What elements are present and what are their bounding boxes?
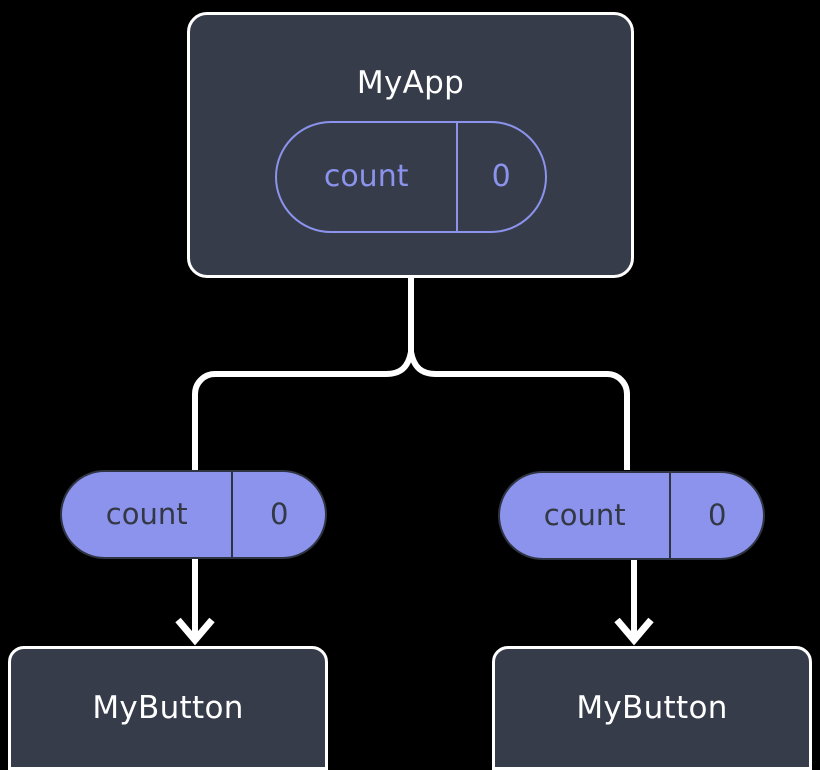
state-pill-name: count [323,159,409,194]
prop-pill-value: 0 [231,472,325,557]
component-box-mybutton-left[interactable]: MyButton [8,646,328,770]
prop-pill-count-left[interactable]: count 0 [60,470,327,559]
prop-pill-name: count [105,497,188,531]
component-box-myapp[interactable]: MyApp count 0 [187,12,634,278]
component-title-myapp: MyApp [356,65,465,101]
prop-pill-name: count [543,498,626,532]
wire-split-right [408,351,607,377]
wire-arrow-left-head [175,617,215,646]
component-title-mybutton: MyButton [576,690,728,726]
wire-elbow-right [606,371,630,470]
wire-elbow-left [192,371,216,470]
component-box-mybutton-right[interactable]: MyButton [492,646,812,770]
wire-split-left [215,351,414,377]
state-pill-count-myapp[interactable]: count 0 [274,121,547,233]
prop-pill-value: 0 [669,473,763,558]
component-title-mybutton: MyButton [92,690,244,726]
prop-pill-count-right[interactable]: count 0 [498,471,765,560]
state-pill-value: 0 [455,123,545,231]
wire-arrow-right-head [614,617,654,646]
